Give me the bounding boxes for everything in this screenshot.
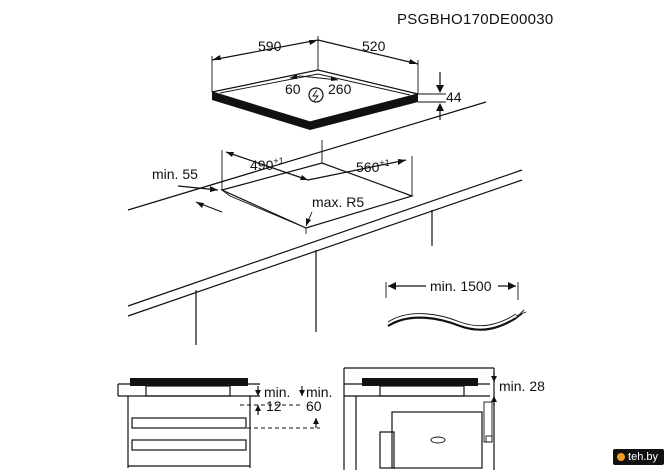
hob-front-edge xyxy=(212,92,310,130)
sv-left-hob-body xyxy=(145,385,231,397)
sv-left-drawer-1 xyxy=(131,417,247,429)
dim-cutout-depth-value: 560 xyxy=(356,159,380,175)
dim-cutout-width-value: 490 xyxy=(250,157,274,173)
cable-wire-2 xyxy=(515,311,527,317)
dim-44-arrowhead-top xyxy=(436,85,444,93)
dim-cutout-width: 490+1 xyxy=(250,156,284,173)
sv-left-gap1-a: min. xyxy=(264,384,290,400)
watermark-logo-icon xyxy=(617,453,626,461)
sv-right-dim-arrow-top xyxy=(491,376,497,382)
cable-dim-arrowhead-right xyxy=(508,282,516,290)
dim-590-line xyxy=(211,39,319,61)
dim-width-label: 590 xyxy=(258,38,282,54)
dim-55-arrowhead-b xyxy=(196,202,204,208)
cable-length-label: min. 1500 xyxy=(430,278,492,294)
dim-520-arrow xyxy=(409,59,418,64)
sv-left-dim-12-arrow-top xyxy=(255,390,261,396)
sv-left-dim-12-arrow-bottom xyxy=(255,405,261,411)
dim-490-arrow-b xyxy=(300,175,308,180)
cable-pos-a-label: 60 xyxy=(285,81,301,97)
dim-560-line xyxy=(307,159,407,181)
product-code: PSGBHO170DE00030 xyxy=(397,11,554,28)
cable-wire-3 xyxy=(513,313,523,321)
cable-pos-b-label: 260 xyxy=(328,81,352,97)
sv-left-drawer-2 xyxy=(131,439,247,451)
worktop-front-bottom xyxy=(127,179,523,317)
dim-44-arrowhead-bottom xyxy=(436,103,444,111)
cable-line xyxy=(387,316,517,331)
sv-left-gap2-b: 60 xyxy=(306,398,322,414)
side-view-right: min. 28 xyxy=(343,367,545,470)
power-connection-icon xyxy=(308,87,324,103)
sv-left-hob-glass xyxy=(130,378,248,386)
dim-55-arrowhead-a xyxy=(210,186,218,192)
cable-dim-arrowhead-left xyxy=(388,282,396,290)
watermark: teh.by xyxy=(613,449,664,465)
cable-line-inner xyxy=(387,313,517,327)
dim-cutout-width-tol: +1 xyxy=(273,156,283,166)
sv-right-vent-foot xyxy=(485,435,493,443)
dim-590-arrow-right xyxy=(309,40,318,45)
dim-520-line xyxy=(317,39,419,65)
cable-detail: min. 1500 xyxy=(385,278,527,331)
sv-left-gap1-b: 12 xyxy=(266,398,282,414)
side-view-left: min. 12 min. 60 xyxy=(117,378,332,468)
sv-right-hob-glass xyxy=(362,378,478,386)
dim-cutout-depth: 560+1 xyxy=(356,158,390,175)
hob-right-edge xyxy=(310,94,418,130)
dim-590-arrow-left xyxy=(212,55,221,60)
cable-dim-arrow-a xyxy=(290,74,297,79)
dim-height-label: 44 xyxy=(446,89,462,105)
cutout-inner-left xyxy=(221,189,307,229)
sv-right-oven-door xyxy=(379,431,395,469)
hob-iso: 590 520 44 60 260 xyxy=(211,36,462,130)
sv-left-dim-60-arrow-top xyxy=(299,390,305,396)
dim-490-line xyxy=(225,151,309,181)
dim-cutout-depth-tol: +1 xyxy=(379,158,389,168)
cutout-radius-label: max. R5 xyxy=(312,194,364,210)
dim-490-arrow-a xyxy=(226,152,234,157)
sv-right-hob-body xyxy=(379,385,465,397)
cutout-edge-min-label: min. 55 xyxy=(152,166,198,182)
cable-dim-arrow-b xyxy=(331,76,338,81)
sv-right-oven xyxy=(391,411,483,469)
sv-right-oven-knob xyxy=(430,436,446,444)
worktop-iso: 490+1 560+1 max. R5 min. 55 xyxy=(127,101,523,345)
dim-560-arrow xyxy=(398,159,406,165)
dim-depth-label: 520 xyxy=(362,38,386,54)
sv-right-dim-arrow-bottom xyxy=(491,396,497,402)
sv-left-gap2-a: min. xyxy=(306,384,332,400)
radius-arrow xyxy=(306,218,311,226)
worktop-front-top xyxy=(127,169,523,307)
lightning-icon xyxy=(312,89,319,102)
sv-left-dim-60-arrow-bottom xyxy=(313,418,319,424)
hob-inner-edge xyxy=(219,73,411,96)
watermark-text: teh.by xyxy=(628,451,658,463)
sv-right-gap-label: min. 28 xyxy=(499,378,545,394)
worktop-back-edge xyxy=(127,101,487,211)
